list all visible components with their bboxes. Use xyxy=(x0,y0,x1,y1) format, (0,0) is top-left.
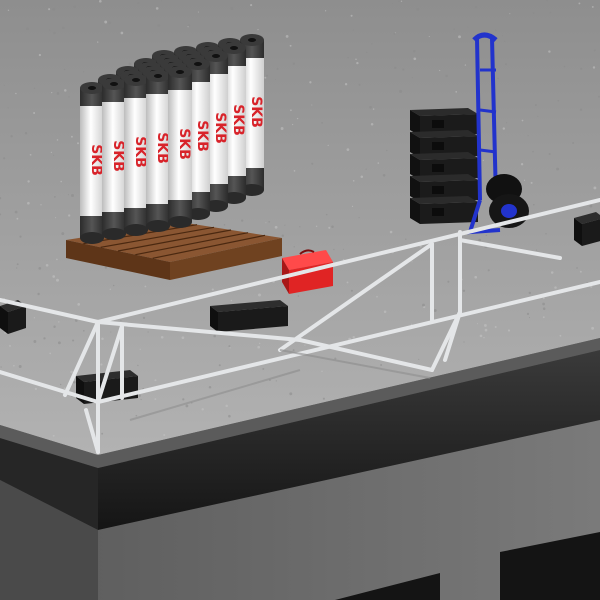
roll-brand-label: SKB xyxy=(176,128,192,160)
window xyxy=(335,573,440,600)
roll-brand-label: SKB xyxy=(230,104,246,136)
building-wall-left xyxy=(0,480,98,600)
roofing-roll: SKB xyxy=(102,78,126,240)
roof-edge-face xyxy=(98,350,600,530)
roof-edge-side xyxy=(0,438,98,530)
railing-bar xyxy=(84,408,100,454)
ballast-block xyxy=(574,212,600,246)
railing-bar xyxy=(96,324,124,404)
ballast-block xyxy=(410,174,478,202)
ballast-block xyxy=(210,300,288,332)
railing-bar xyxy=(278,242,434,352)
railing-bar xyxy=(63,320,100,397)
railing-bar xyxy=(298,338,434,372)
window xyxy=(500,532,600,600)
roll-brand-label: SKB xyxy=(88,144,104,176)
roll-brand-label: SKB xyxy=(132,136,148,168)
ballast-block-stack xyxy=(410,108,478,224)
roofing-roll: SKB xyxy=(124,74,148,236)
roofing-roll: SKB xyxy=(168,66,192,228)
roll-brand-label: SKB xyxy=(248,96,264,128)
railing-bar xyxy=(96,198,600,324)
roofing-roll: SKB xyxy=(80,82,104,244)
building-wall xyxy=(0,420,600,600)
railing-bar xyxy=(96,280,600,404)
roof-texture xyxy=(0,0,600,437)
railing-bar xyxy=(443,310,462,362)
roll-brand-label: SKB xyxy=(212,112,228,144)
ballast-block xyxy=(410,196,478,224)
guard-railing xyxy=(0,198,600,454)
railing-bar xyxy=(458,238,562,260)
red-toolbox xyxy=(282,249,333,294)
hand-truck xyxy=(410,32,529,235)
railing-bar xyxy=(129,369,301,421)
railing-bar xyxy=(0,298,100,324)
railing-bar xyxy=(279,349,431,379)
roll-brand-label: SKB xyxy=(110,140,126,172)
guard-railing-shadow xyxy=(129,349,431,421)
roll-brand-label: SKB xyxy=(194,120,210,152)
railing-bar xyxy=(96,320,302,342)
roll-brand-label: SKB xyxy=(154,132,170,164)
railing-bar xyxy=(0,370,100,404)
roofing-roll: SKB xyxy=(146,70,170,232)
roof-edge-top xyxy=(0,338,600,468)
